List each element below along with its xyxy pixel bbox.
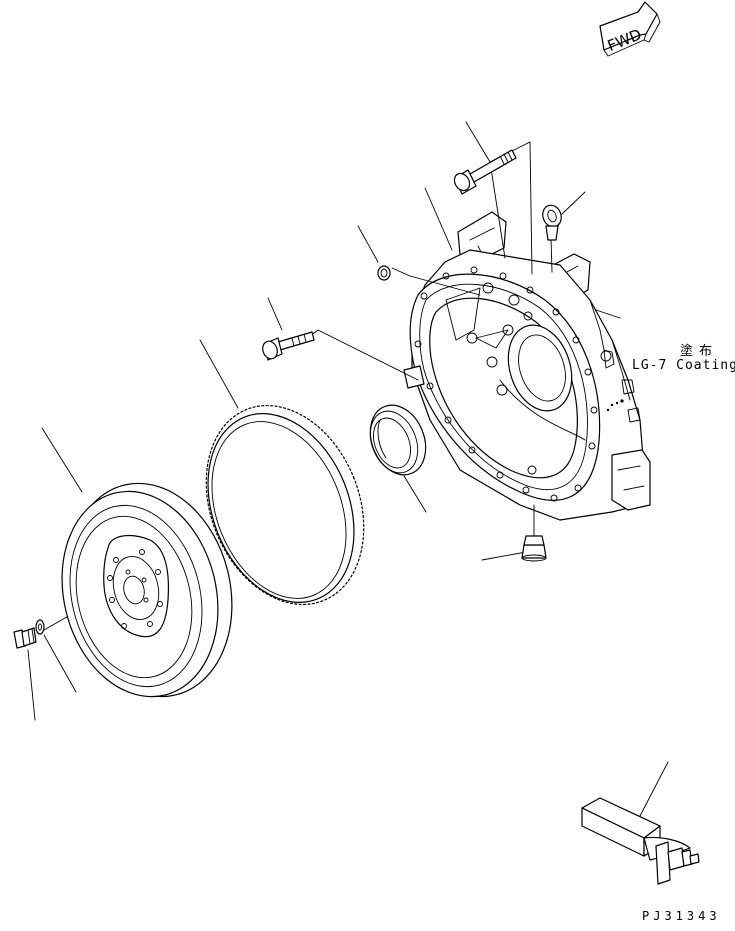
oil-seal bbox=[369, 404, 427, 476]
fwd-arrow-icon: FWD bbox=[599, 1, 661, 57]
bolt bbox=[13, 627, 37, 649]
lifting-eye-bolt bbox=[542, 204, 562, 241]
coating-area bbox=[606, 399, 624, 412]
ring-gear bbox=[205, 404, 365, 606]
drawing-code: PJ31343 bbox=[642, 909, 721, 923]
installation-tool bbox=[581, 797, 700, 885]
coating-label-japanese: 塗布 bbox=[680, 344, 719, 359]
washer bbox=[35, 619, 45, 635]
flywheel-bolt bbox=[262, 331, 315, 361]
housing-mounting-bolt bbox=[453, 149, 517, 195]
flywheel-housing bbox=[403, 211, 651, 521]
flywheel bbox=[61, 482, 233, 698]
o-ring bbox=[377, 265, 391, 281]
coating-label-english: LG-7 Coating bbox=[632, 358, 735, 373]
drain-plug bbox=[521, 535, 547, 562]
